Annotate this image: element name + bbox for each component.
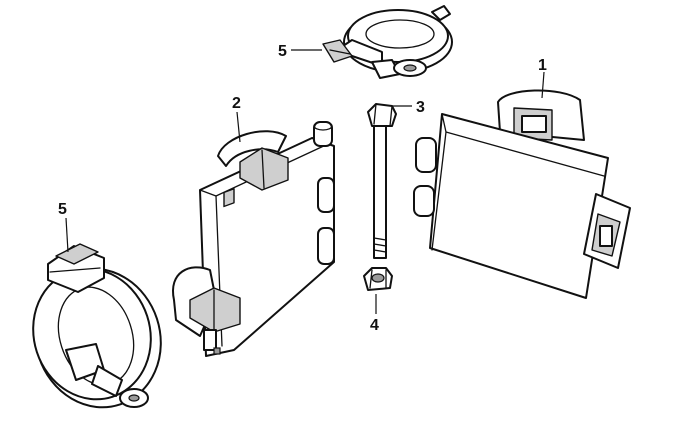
bolt bbox=[368, 104, 396, 258]
callout-part-5-top: 5 bbox=[278, 43, 287, 60]
nut bbox=[364, 268, 392, 290]
control-module bbox=[414, 90, 630, 298]
hose-clamp-left bbox=[16, 244, 178, 424]
callout-part-1: 1 bbox=[538, 57, 547, 74]
callout-part-2: 2 bbox=[232, 95, 241, 112]
bracket-plate bbox=[173, 122, 334, 356]
callout-part-3: 3 bbox=[416, 99, 425, 116]
callout-part-5-left: 5 bbox=[58, 201, 67, 218]
hose-clamp-top bbox=[323, 6, 452, 78]
callout-part-4: 4 bbox=[370, 317, 379, 334]
